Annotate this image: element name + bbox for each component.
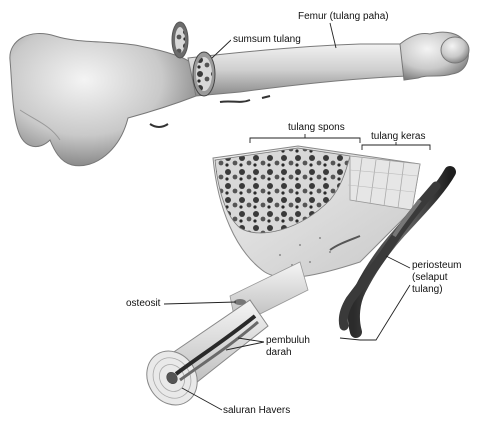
spongy-bone-label: tulang spons [288, 122, 345, 134]
blood-vessel-label: pembuluh darah [266, 335, 310, 359]
periosteum-label-line-3: tulang) [412, 284, 461, 296]
periosteum-label-line-2: (selaput [412, 272, 461, 284]
spons-bracket [250, 138, 360, 143]
osteosit-leader [164, 302, 236, 304]
compact-bone-label: tulang keras [371, 131, 425, 143]
blood-vessel-label-line-1: pembuluh [266, 335, 310, 347]
femur-label: Femur (tulang paha) [298, 11, 389, 23]
periosteum-label-line-1: periosteum [412, 260, 461, 272]
keras-bracket [362, 145, 430, 150]
haversian-canal-label: saluran Havers [223, 405, 290, 417]
periosteum-leader-2 [360, 285, 410, 340]
blood-vessel-label-line-2: darah [266, 347, 310, 359]
osteocyte-label: osteosit [126, 298, 160, 310]
bone-marrow-label: sumsum tulang [231, 34, 303, 46]
periosteum-leader-1 [386, 256, 410, 268]
femur-leader [330, 23, 336, 48]
periosteum-label: periosteum (selaput tulang) [412, 260, 461, 296]
